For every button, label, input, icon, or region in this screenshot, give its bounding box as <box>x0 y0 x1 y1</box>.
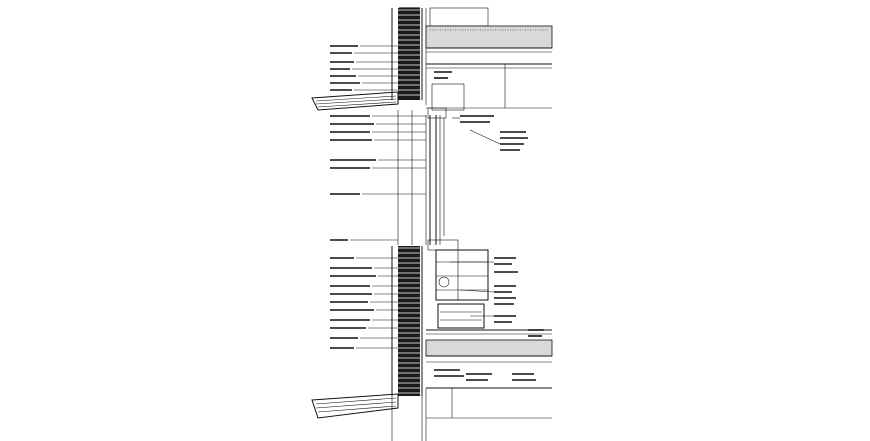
floor-slab-upper <box>425 7 553 109</box>
sill-upper <box>311 91 399 111</box>
brick-wall-upper <box>391 8 427 105</box>
window-head <box>427 83 465 119</box>
sill-lower <box>311 393 423 441</box>
brick-wall-lower <box>391 246 423 396</box>
right-annotations <box>434 71 544 381</box>
left-annotations <box>330 45 426 349</box>
radiator-unit <box>427 239 489 329</box>
leader-line <box>469 129 501 145</box>
floor-slab-lower <box>425 329 553 441</box>
glazing <box>397 110 445 245</box>
leader-line <box>459 289 495 293</box>
